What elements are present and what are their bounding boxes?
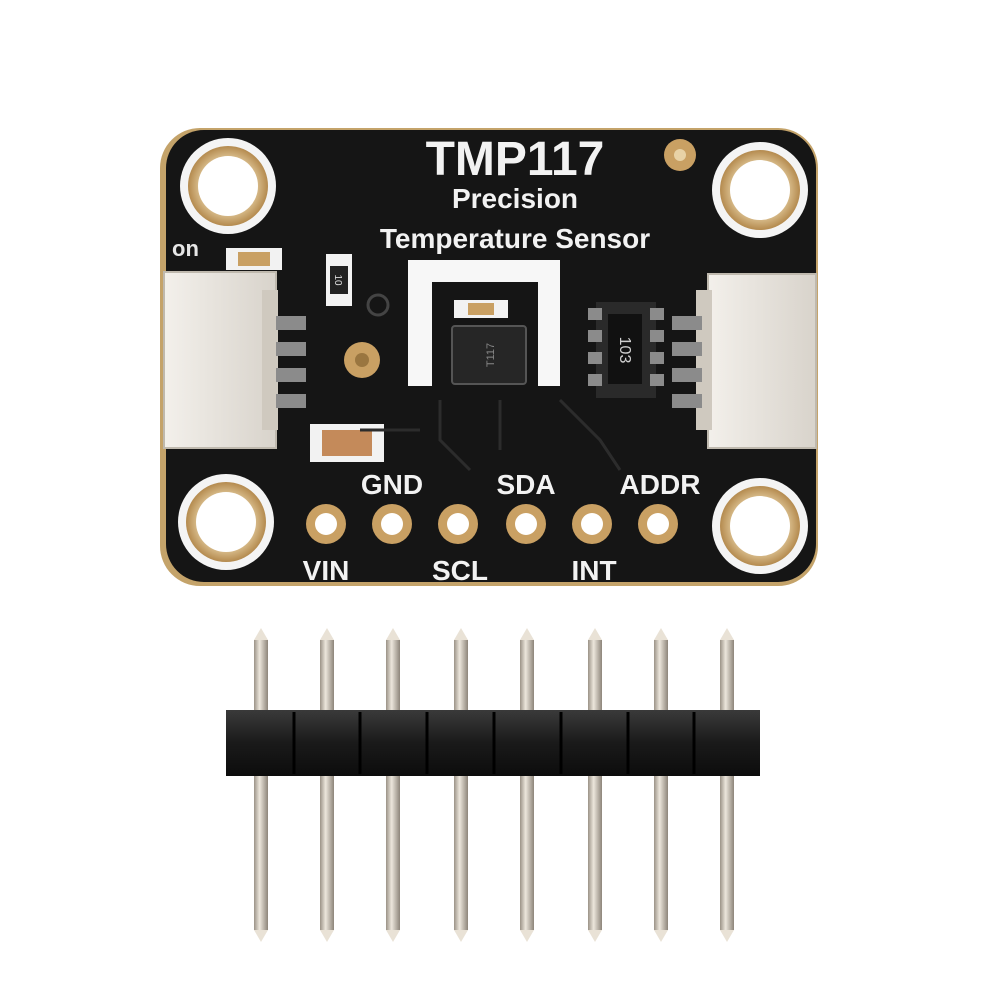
sensor-area: T117	[408, 260, 560, 386]
board-subtitle-1: Precision	[452, 183, 578, 214]
pin-pads	[306, 504, 678, 544]
connector-left	[163, 271, 306, 449]
pin-label-gnd: GND	[361, 469, 423, 500]
chip-marking: T117	[485, 343, 497, 367]
pcb-traces	[360, 398, 622, 472]
mounting-hole-top-left	[180, 138, 276, 234]
tmp117-chip: T117	[451, 325, 527, 385]
power-led	[226, 248, 282, 270]
mounting-hole-bottom-right	[712, 478, 808, 574]
pin-label-int: INT	[571, 555, 616, 586]
connector-right	[672, 273, 817, 449]
board-title: TMP117	[426, 133, 605, 186]
resistor-network: 103	[588, 302, 664, 398]
resistor-small-marking: 10	[332, 274, 343, 286]
pin-label-scl: SCL	[432, 555, 488, 586]
resistor-network-marking: 103	[616, 337, 633, 364]
pin-label-addr: ADDR	[620, 469, 701, 500]
pin-header	[226, 628, 760, 942]
led-label: on	[172, 236, 199, 261]
board-subtitle-2: Temperature Sensor	[380, 223, 650, 254]
mounting-hole-bottom-left	[178, 474, 274, 570]
mounting-hole-top-right	[712, 142, 808, 238]
header-pins	[254, 640, 734, 930]
pin-label-sda: SDA	[496, 469, 555, 500]
resistor-small: 10	[326, 254, 352, 306]
pin-label-vin: VIN	[303, 555, 350, 586]
